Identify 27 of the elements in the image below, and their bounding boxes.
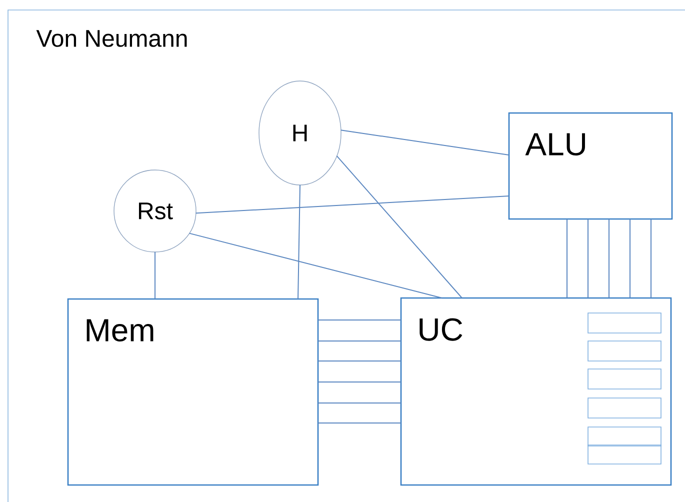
connector-line: [336, 155, 462, 298]
connector-line: [195, 195, 510, 214]
block-box: ALU: [508, 112, 673, 220]
block-box: Mem: [67, 298, 319, 486]
connector-line: [608, 218, 610, 298]
connector-line: [318, 360, 402, 362]
register-box: [588, 426, 662, 446]
connector-line: [340, 130, 510, 156]
connector-line: [650, 218, 652, 298]
connector-line: [318, 422, 402, 424]
title: Von Neumann: [36, 30, 187, 47]
ellipse-node: H: [258, 80, 342, 186]
connector-line: [318, 381, 402, 382]
connector-line: [298, 184, 300, 300]
connector-line: [318, 319, 402, 320]
connector-line: [566, 218, 568, 298]
register-box: [588, 340, 662, 362]
connector-line: [154, 251, 156, 300]
block-box: UC: [400, 297, 672, 486]
register-box: [588, 398, 662, 418]
register-box: [588, 368, 662, 390]
connector-line: [318, 402, 402, 404]
register-box: [588, 312, 662, 334]
connector-line: [188, 232, 442, 298]
circle-node: Rst: [114, 170, 196, 252]
register-box: [588, 444, 662, 464]
connector-line: [318, 340, 402, 342]
